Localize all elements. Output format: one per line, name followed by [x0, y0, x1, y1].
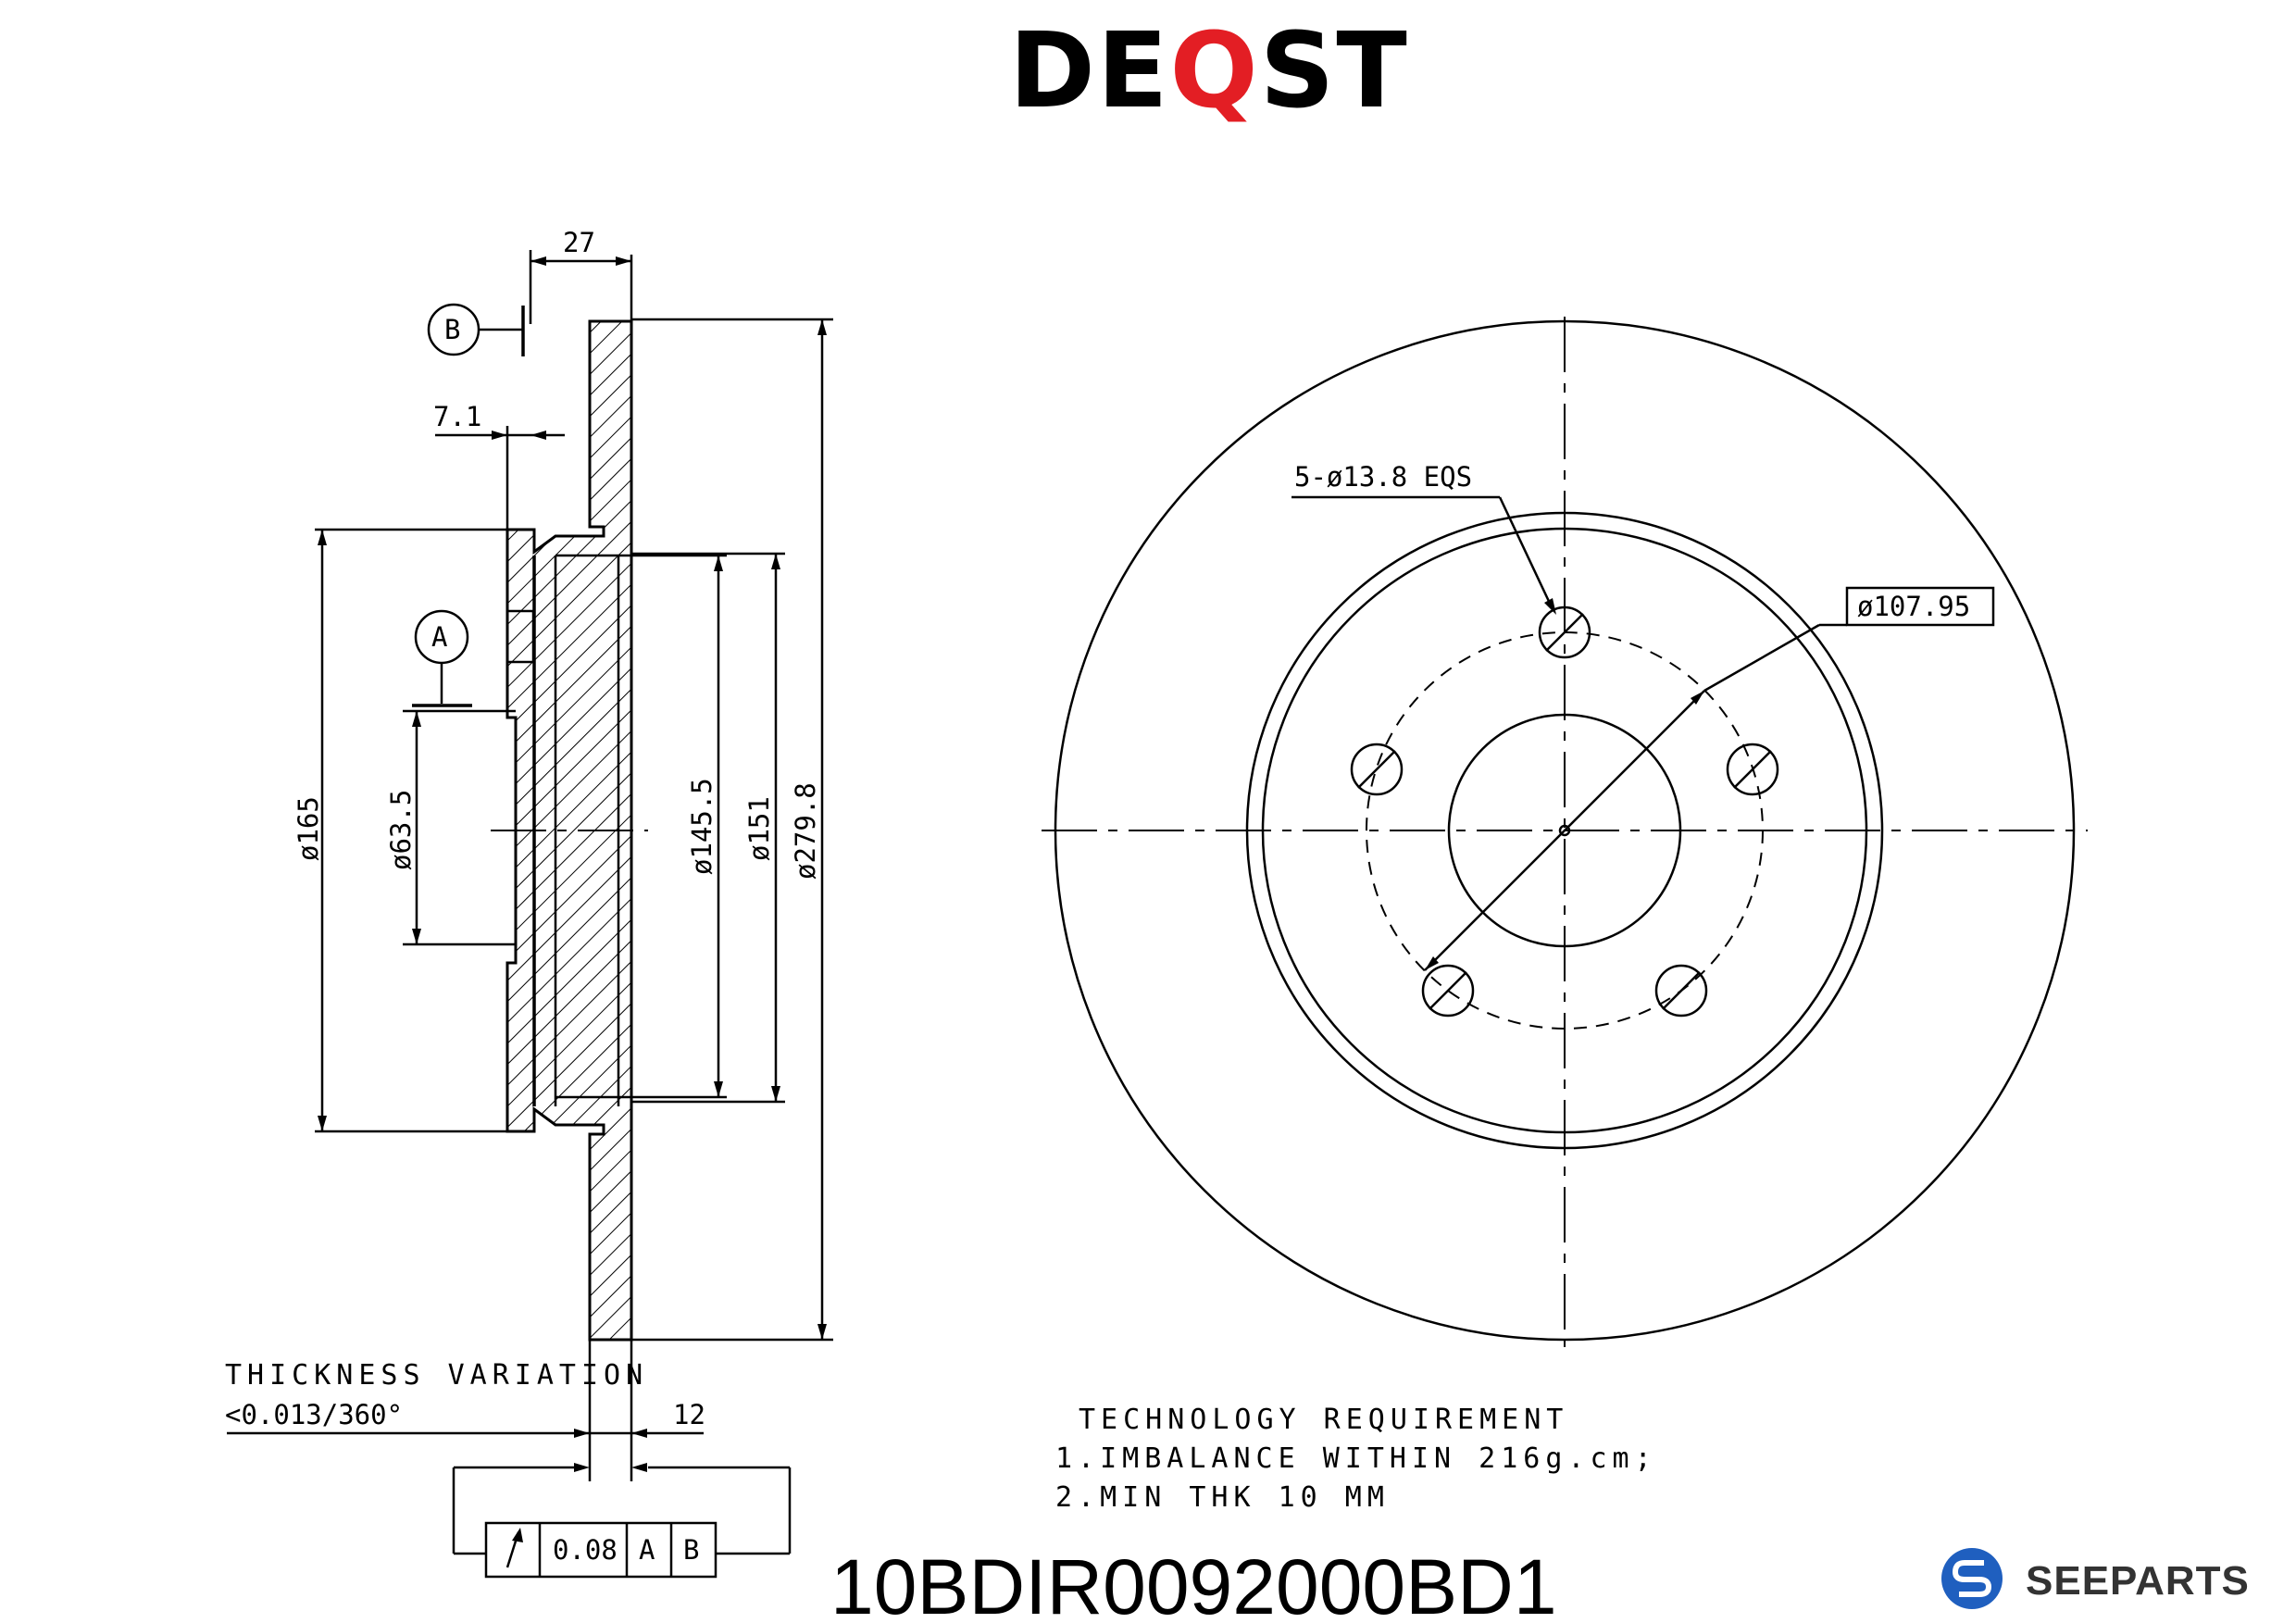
deqst-logo: DEQST — [1009, 11, 1409, 131]
section-profile — [505, 319, 633, 1342]
bolt-hole — [1421, 964, 1475, 1017]
front-view: 5-ø13.8 EQS ø107.95 — [1042, 317, 2088, 1347]
bolt-hole — [1350, 743, 1404, 796]
dim-dia-165: ø165 — [293, 796, 324, 861]
feature-control-frame: 0.08 A B — [484, 1521, 718, 1579]
dim-width-27: 27 — [563, 227, 595, 258]
bolt-holes — [1350, 606, 1779, 1017]
thickness-variation-label: THICKNESS VARIATION — [225, 1359, 648, 1392]
datum-a-label: A — [431, 621, 447, 653]
dim-bolt-holes: 5-ø13.8 EQS — [1294, 461, 1472, 493]
tech-title: TECHNOLOGY REQUIREMENT — [1079, 1404, 1568, 1436]
part-number: 10BDIR0092000BD1 — [830, 1543, 1557, 1623]
tolerance-value: 0.08 — [553, 1534, 618, 1566]
dim-pcd: ø107.95 — [1857, 591, 1970, 622]
logo-q: Q — [1169, 11, 1259, 131]
svg-text:DEQST: DEQST — [1009, 11, 1409, 131]
section-view: 27 B 7.1 A ø165 ø63.5 — [225, 227, 833, 1579]
tolerance-datum-a: A — [639, 1534, 655, 1566]
tech-requirements: TECHNOLOGY REQUIREMENT 1.IMBALANCE WITHI… — [1055, 1404, 1657, 1514]
dim-dia-63-5: ø63.5 — [385, 790, 417, 870]
thickness-variation-value: <0.013/360° — [225, 1399, 403, 1430]
dim-dia-145-5: ø145.5 — [686, 778, 718, 875]
tech-line-1: 1.IMBALANCE WITHIN 216g.cm; — [1055, 1442, 1657, 1475]
dim-offset-7-1: 7.1 — [433, 401, 481, 432]
dim-dia-279-8: ø279.8 — [790, 782, 821, 880]
logo-prefix: DE — [1009, 11, 1169, 131]
logo-suffix: ST — [1260, 11, 1409, 131]
bolt-hole — [1654, 964, 1708, 1017]
bolt-hole — [1538, 606, 1591, 659]
dim-thickness-12: 12 — [673, 1399, 705, 1430]
tolerance-datum-b: B — [683, 1534, 699, 1566]
bolt-hole — [1726, 743, 1779, 796]
seeparts-wordmark: SEEPARTS — [2026, 1558, 2250, 1604]
datum-b-label: B — [444, 314, 460, 345]
dim-dia-151: ø151 — [743, 796, 775, 861]
seeparts-s-icon — [1941, 1548, 2003, 1609]
tech-line-2: 2.MIN THK 10 MM — [1055, 1481, 1390, 1514]
seeparts-logo: SEEPARTS — [1941, 1548, 2250, 1609]
